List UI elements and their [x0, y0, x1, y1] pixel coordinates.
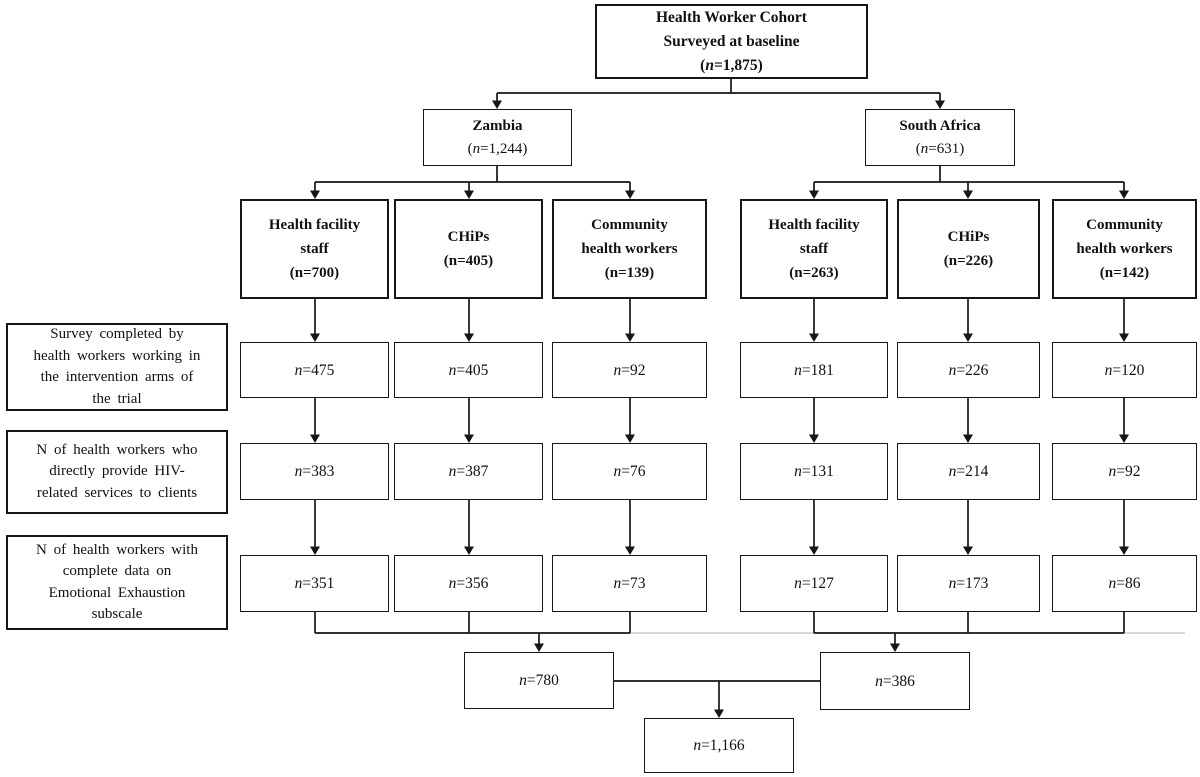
group-label-line: CHiPs [447, 229, 490, 245]
country-n-label: (n=631) [915, 140, 965, 157]
group-box-sa-chips: CHiPs (n=226) [897, 199, 1040, 299]
group-n-label: (n=700) [289, 265, 340, 281]
country-box-zambia: Zambia (n=1,244) [423, 109, 572, 166]
count-box-r1-zambia-chips: n=405 [394, 342, 543, 398]
group-box-sa-community-health-workers: Community health workers (n=142) [1052, 199, 1197, 299]
group-label-line: Health facility [768, 217, 860, 233]
annotation-emotional-exhaustion: N of health workers with complete data o… [6, 535, 228, 630]
group-box-zambia-chips: CHiPs (n=405) [394, 199, 543, 299]
count-box-r1-sa-hfs: n=181 [740, 342, 888, 398]
count-box-r2-zambia-chw: n=76 [552, 443, 707, 500]
group-box-zambia-community-health-workers: Community health workers (n=139) [552, 199, 707, 299]
count-box-r2-sa-chw: n=92 [1052, 443, 1197, 500]
group-label-line: Community [1086, 217, 1163, 233]
annotation-line: the trial [92, 390, 142, 407]
root-title-line1: Health Worker Cohort [656, 8, 807, 26]
column-arrows-row2 [310, 398, 1129, 443]
count-box-r1-zambia-hfs: n=475 [240, 342, 389, 398]
annotation-survey-completed: Survey completed by health workers worki… [6, 323, 228, 411]
bottom-connector [614, 680, 820, 718]
group-label-line: staff [799, 241, 829, 257]
annotation-hiv-services: N of health workers who directly provide… [6, 430, 228, 514]
total-box-south-africa: n=386 [820, 652, 970, 710]
total-box-overall: n=1,166 [644, 718, 794, 773]
annotation-line: health workers working in [33, 347, 201, 364]
group-label-line: CHiPs [947, 229, 990, 245]
count-box-r3-sa-chips: n=173 [897, 555, 1040, 612]
group-box-sa-health-facility-staff: Health facility staff (n=263) [740, 199, 888, 299]
count-box-r3-zambia-hfs: n=351 [240, 555, 389, 612]
annotation-line: directly provide HIV- [49, 463, 185, 480]
annotation-line: related services to clients [36, 484, 198, 501]
group-n-label: (n=226) [943, 253, 994, 269]
zambia-split-connector [310, 166, 635, 199]
group-label-line: Community [591, 217, 668, 233]
group-n-label: (n=139) [604, 265, 655, 281]
top-split-connector [492, 79, 945, 109]
group-label-line: health workers [581, 241, 678, 257]
count-box-r2-zambia-chips: n=387 [394, 443, 543, 500]
total-box-zambia: n=780 [464, 652, 614, 709]
count-box-r2-sa-hfs: n=131 [740, 443, 888, 500]
annotation-line: Survey completed by [50, 326, 184, 342]
count-box-r3-zambia-chw: n=73 [552, 555, 707, 612]
annotation-line: complete data on [62, 563, 172, 579]
annotation-line: Emotional Exhaustion [48, 584, 186, 601]
root-box: Health Worker Cohort Surveyed at baselin… [595, 4, 868, 79]
annotation-line: the intervention arms of [40, 369, 194, 385]
group-n-label: (n=142) [1099, 265, 1150, 281]
count-box-r1-sa-chips: n=226 [897, 342, 1040, 398]
group-box-zambia-health-facility-staff: Health facility staff (n=700) [240, 199, 389, 299]
group-n-label: (n=405) [443, 253, 494, 269]
count-box-r1-zambia-chw: n=92 [552, 342, 707, 398]
annotation-line: subscale [91, 606, 143, 622]
country-box-south-africa: South Africa (n=631) [865, 109, 1015, 166]
count-box-r3-sa-hfs: n=127 [740, 555, 888, 612]
count-box-r2-zambia-hfs: n=383 [240, 443, 389, 500]
group-label-line: health workers [1076, 241, 1173, 257]
group-n-label: (n=263) [789, 265, 839, 281]
group-label-line: Health facility [268, 217, 361, 233]
root-n-label: (n=1,875) [700, 56, 763, 74]
count-box-r2-sa-chips: n=214 [897, 443, 1040, 500]
annotation-line: N of health workers who [36, 441, 198, 458]
country-name: Zambia [472, 117, 523, 134]
merge-connectors [314, 612, 1185, 652]
group-label-line: staff [300, 241, 329, 257]
country-name: South Africa [899, 117, 981, 134]
south-africa-split-connector [809, 166, 1129, 199]
column-arrows-row3 [310, 500, 1129, 555]
count-box-r1-sa-chw: n=120 [1052, 342, 1197, 398]
count-box-r3-sa-chw: n=86 [1052, 555, 1197, 612]
root-title-line2: Surveyed at baseline [663, 32, 800, 50]
count-box-r3-zambia-chips: n=356 [394, 555, 543, 612]
country-n-label: (n=1,244) [467, 140, 528, 157]
column-arrows-row1 [310, 299, 1129, 342]
annotation-line: N of health workers with [36, 541, 198, 558]
